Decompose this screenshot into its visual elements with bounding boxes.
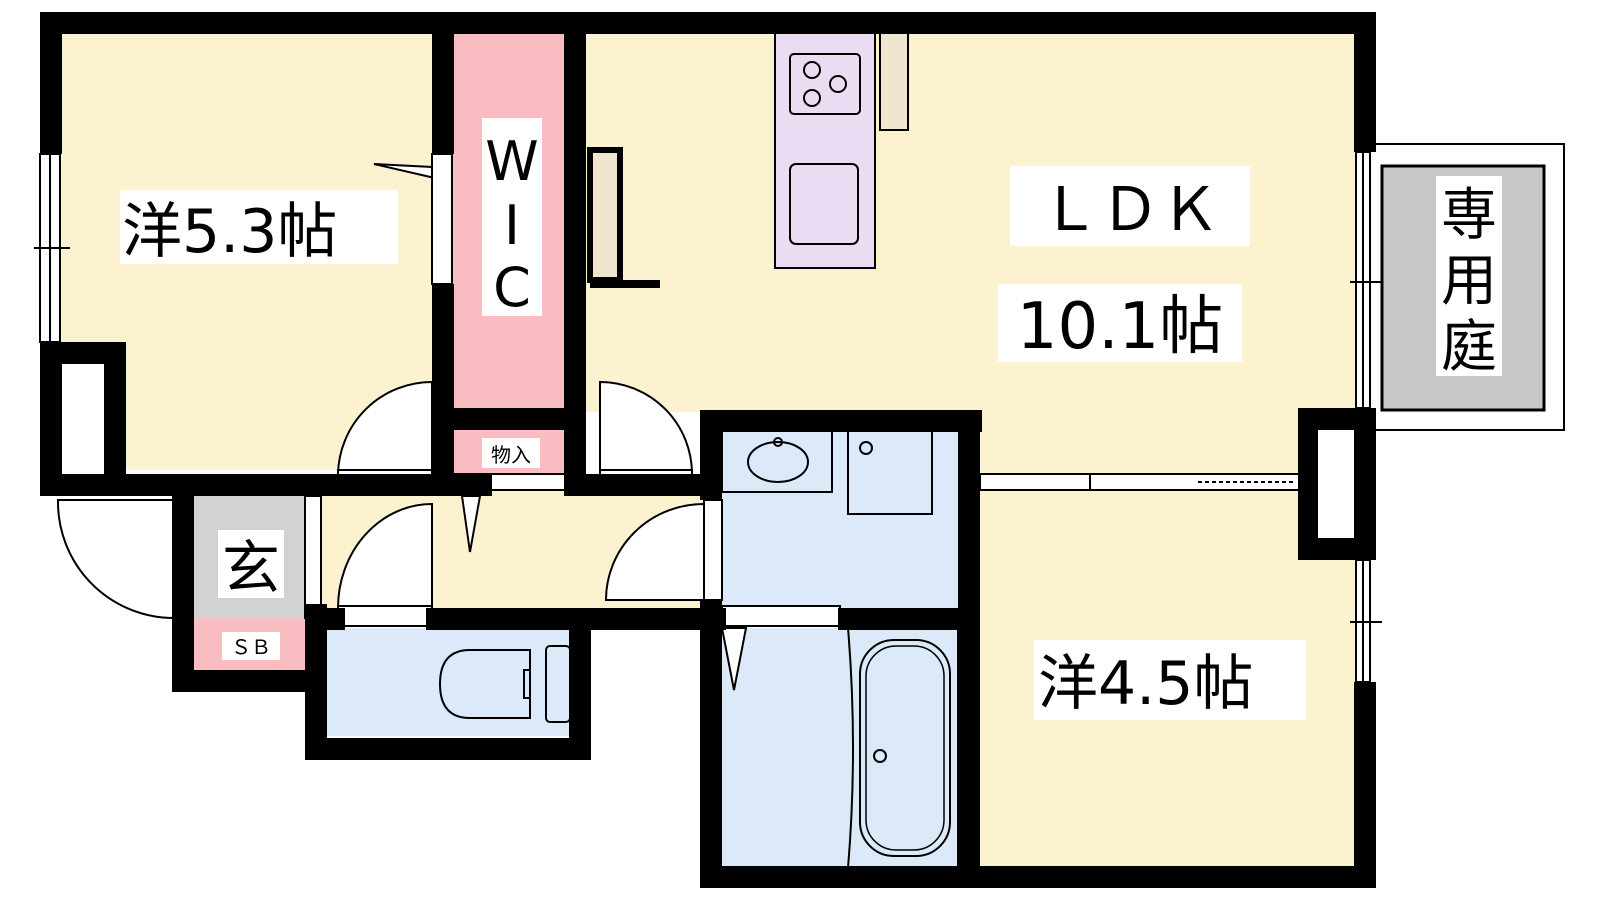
burner-icon <box>803 61 821 79</box>
room-label-western-4-5: 洋4.5帖 <box>1038 649 1253 719</box>
door-swing-toilet[interactable] <box>336 502 433 609</box>
kitchen <box>587 31 909 288</box>
bath-drain-icon <box>873 749 887 763</box>
garden-label-2: 用 <box>1441 249 1497 314</box>
door-swing-entrance-arc[interactable] <box>56 499 175 619</box>
drain-icon <box>859 441 873 455</box>
walls <box>40 12 1376 888</box>
garden-label-3: 庭 <box>1441 315 1497 380</box>
wic-label-w: W <box>485 130 538 193</box>
sink-basin <box>789 163 859 245</box>
shoebox-label: ＳＢ <box>231 635 271 659</box>
sliding-door[interactable] <box>979 473 1301 491</box>
burner-icon <box>803 89 821 107</box>
labels: 洋5.3帖 W I C 物入 ＬＤＫ 10.1帖 専 用 庭 玄 ＳＢ 洋4.5… <box>120 118 1502 720</box>
stove-top <box>789 53 861 115</box>
door-swing-washroom[interactable] <box>604 502 705 601</box>
garden-label-1: 専 <box>1441 183 1497 248</box>
washing-machine-space <box>847 429 933 515</box>
bath-tub-inner-icon <box>859 639 951 857</box>
window-wic <box>431 153 453 285</box>
faucet-icon <box>773 437 783 447</box>
ldk-shelf <box>587 147 623 283</box>
door-swing-room1[interactable] <box>336 380 433 475</box>
room-label-western-5-3: 洋5.3帖 <box>122 197 337 267</box>
burner-icon <box>829 75 847 93</box>
toilet-bowl-icon <box>438 649 531 719</box>
wash-basin-icon <box>747 441 809 483</box>
wic-label-c: C <box>493 256 531 319</box>
room1-pillar <box>62 364 104 474</box>
entrance-label: 玄 <box>222 534 280 602</box>
room2-pillar <box>1318 430 1354 538</box>
wic-label-i: I <box>504 194 520 257</box>
windows <box>34 151 1382 683</box>
door-swing-bath[interactable] <box>720 627 748 691</box>
ldk-size-label: 10.1帖 <box>1017 290 1224 364</box>
ldk-label: ＬＤＫ <box>1040 175 1220 245</box>
fixtures <box>438 429 959 869</box>
toilet-tank-icon <box>545 645 571 723</box>
storage-label: 物入 <box>491 443 531 467</box>
fridge-space <box>879 31 909 131</box>
door-swing-ldk[interactable] <box>599 380 694 475</box>
